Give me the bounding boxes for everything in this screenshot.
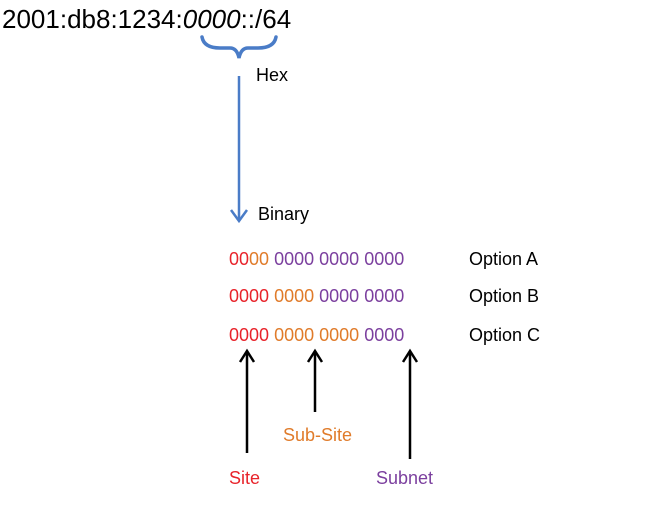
bit-segment-purple: 0000 — [274, 249, 315, 269]
address-suffix: ::/64 — [240, 4, 292, 34]
binary-row: 0000 0000 0000 0000 — [229, 286, 404, 307]
binary-label: Binary — [258, 204, 310, 224]
hex-label: Hex — [256, 65, 289, 85]
subnet-label: Subnet — [376, 468, 434, 488]
bit-segment-purple: 0000 — [364, 325, 405, 345]
binary-row: 0000 0000 0000 0000 — [229, 325, 404, 346]
binary-row: 0000 0000 0000 0000 — [229, 249, 404, 270]
address-highlight: 0000 — [182, 4, 241, 34]
brace-shape — [200, 35, 278, 59]
bit-segment-orange: 0000 — [319, 325, 360, 345]
subnet-arrowhead — [401, 348, 419, 363]
bit-group: 0000 — [319, 249, 359, 269]
bit-segment-purple: 0000 — [364, 286, 405, 306]
bit-group: 0000 — [364, 325, 404, 345]
bit-group: 0000 — [364, 249, 404, 269]
bit-segment-orange: 00 — [249, 249, 270, 269]
option-label: Option A — [469, 249, 539, 269]
bit-group: 0000 — [274, 286, 314, 306]
bit-segment-purple: 0000 — [364, 249, 405, 269]
bit-group: 0000 — [229, 286, 269, 306]
bit-group: 0000 — [319, 325, 359, 345]
bit-group: 0000 — [319, 286, 359, 306]
hex-to-binary-arrowhead — [229, 209, 249, 224]
address-prefix: 2001:db8:1234: — [2, 4, 183, 34]
bit-segment-red: 00 — [229, 249, 250, 269]
site-arrowhead — [238, 348, 256, 363]
subsite-arrowhead — [306, 348, 324, 363]
bit-segment-orange: 0000 — [274, 325, 315, 345]
subsite-label: Sub-Site — [283, 425, 353, 445]
bit-segment-purple: 0000 — [319, 249, 360, 269]
bit-group: 0000 — [274, 325, 314, 345]
site-label: Site — [229, 468, 261, 488]
bit-segment-orange: 0000 — [274, 286, 315, 306]
bit-group: 0000 — [364, 286, 404, 306]
bit-segment-red: 0000 — [229, 325, 270, 345]
bit-segment-purple: 0000 — [319, 286, 360, 306]
option-label: Option B — [469, 286, 540, 306]
bit-segment-red: 0000 — [229, 286, 270, 306]
bit-group: 0000 — [274, 249, 314, 269]
ipv6-address: 2001:db8:1234:0000::/64 — [2, 4, 291, 35]
option-label: Option C — [469, 325, 541, 345]
bit-group: 0000 — [229, 249, 269, 269]
bit-group: 0000 — [229, 325, 269, 345]
